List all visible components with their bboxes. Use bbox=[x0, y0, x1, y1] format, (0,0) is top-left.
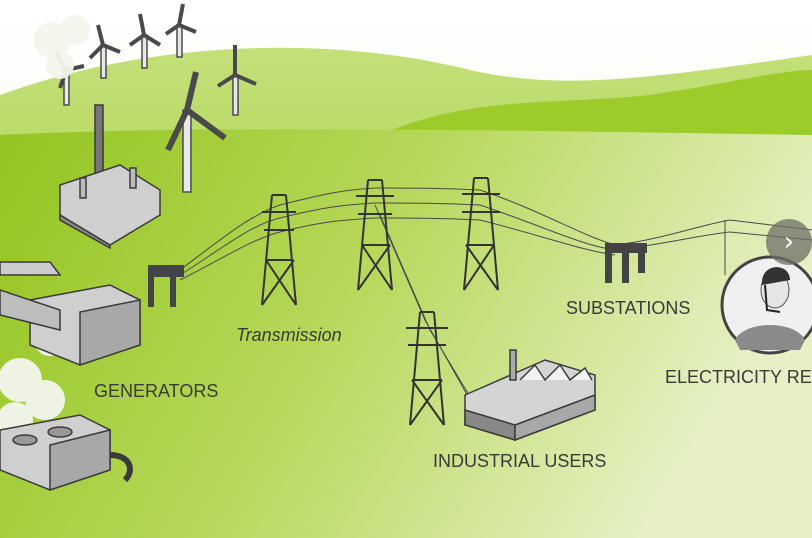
wind-turbine-icon bbox=[88, 24, 121, 79]
pylon-icon bbox=[356, 179, 394, 291]
wind-turbine-icon bbox=[165, 71, 227, 193]
label-generators: GENERATORS bbox=[94, 381, 218, 401]
carousel-next-button[interactable]: › bbox=[766, 219, 812, 265]
pylons bbox=[261, 177, 500, 426]
wind-turbine-icon bbox=[216, 45, 257, 116]
customer-service-avatar bbox=[720, 255, 812, 355]
wind-turbine-icon bbox=[128, 13, 162, 69]
label-transmission: Transmission bbox=[236, 325, 342, 345]
label-industrial-users: INDUSTRIAL USERS bbox=[433, 451, 606, 471]
industrial-factory bbox=[464, 349, 596, 442]
generators-illustration bbox=[0, 261, 141, 492]
wind-turbine-icon bbox=[164, 3, 197, 58]
label-electricity-retailers: ELECTRICITY RET bbox=[665, 367, 812, 387]
pylon-icon bbox=[261, 194, 297, 306]
chevron-right-icon: › bbox=[783, 227, 795, 257]
hill-right bbox=[380, 70, 812, 140]
pylon-icon bbox=[462, 177, 500, 291]
power-plant bbox=[59, 104, 161, 250]
wind-turbines bbox=[54, 3, 257, 193]
label-substations: SUBSTATIONS bbox=[566, 298, 690, 318]
pylon-icon bbox=[406, 311, 448, 426]
substations-illustration bbox=[148, 243, 647, 307]
ground bbox=[0, 129, 812, 538]
power-lines bbox=[179, 187, 812, 406]
